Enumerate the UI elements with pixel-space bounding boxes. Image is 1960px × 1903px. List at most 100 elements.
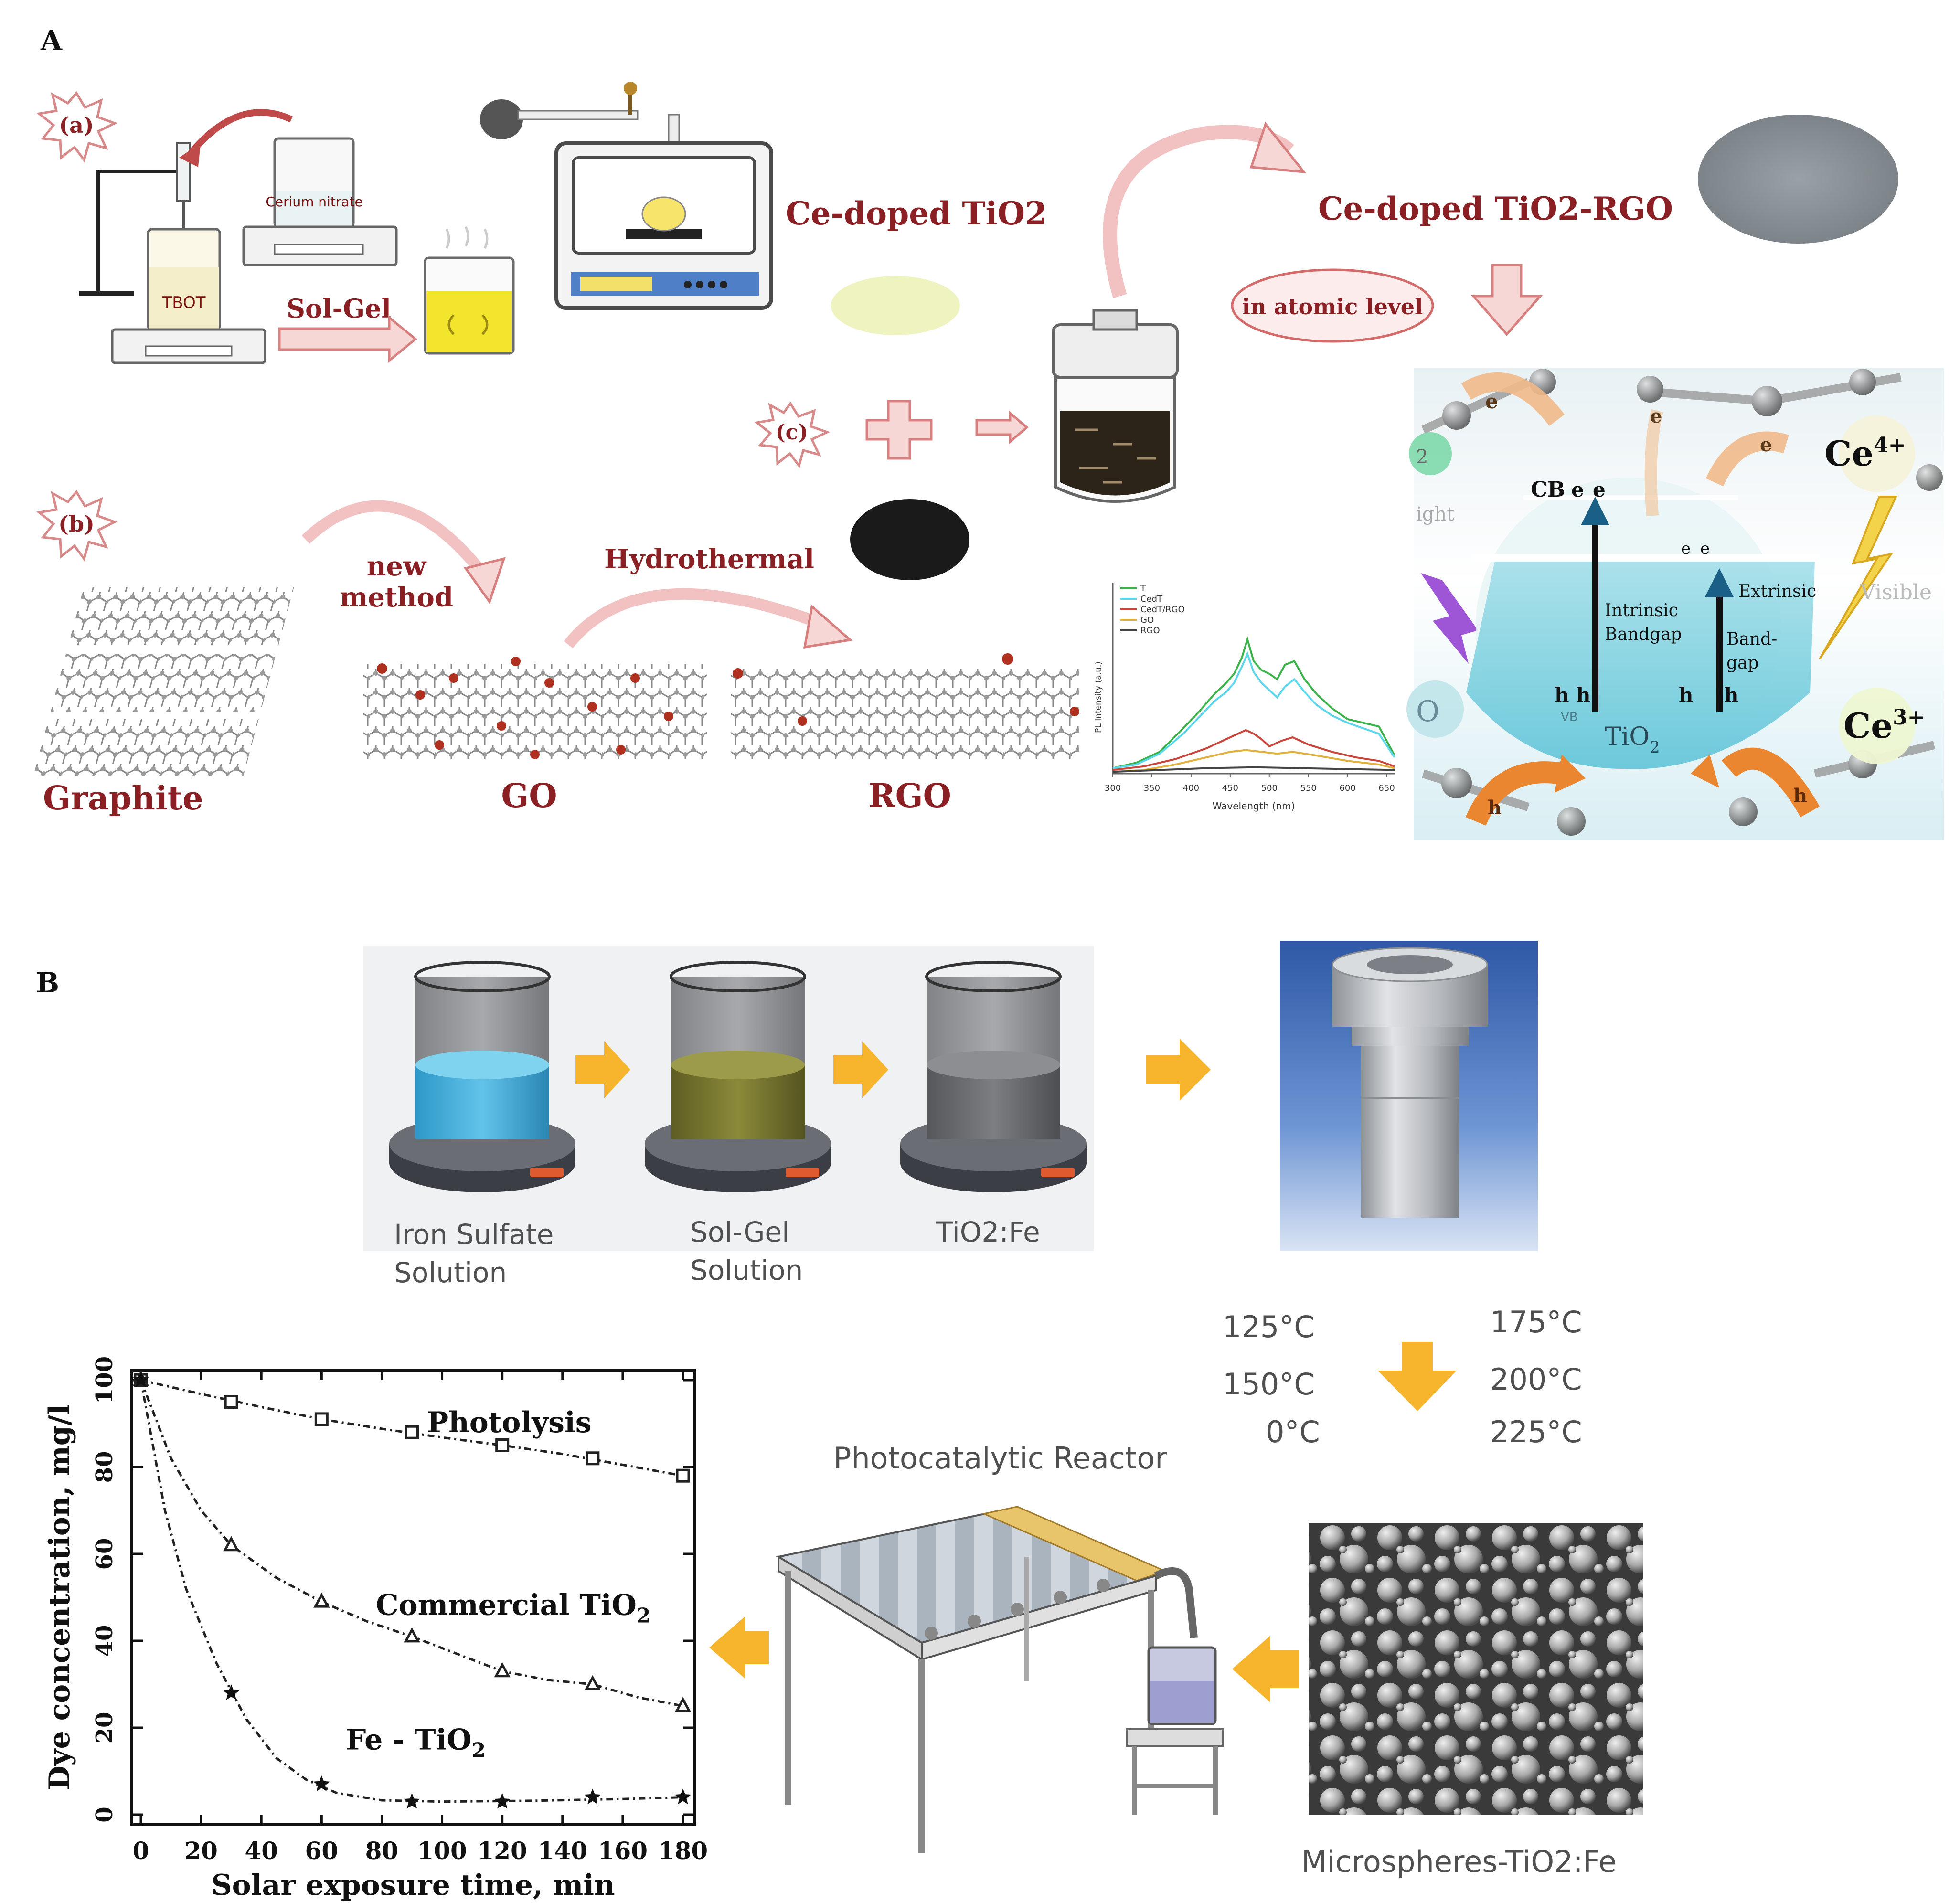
visible-label: Visible	[1860, 580, 1932, 605]
intrinsic-label-1: Intrinsic	[1605, 601, 1678, 620]
tio2-fe-label: TiO2:Fe	[936, 1216, 1040, 1248]
new-method-label-1: new	[367, 551, 427, 582]
dye-marker-square	[224, 1395, 238, 1409]
hole-6: h	[1793, 785, 1807, 807]
dye-x-tick-label: 100	[417, 1837, 467, 1865]
dye-x-tick-label: 140	[538, 1837, 587, 1865]
autoclave-photo	[1280, 941, 1538, 1251]
microspheres-label: Microspheres-TiO2:Fe	[1301, 1844, 1617, 1879]
dye-marker-star	[674, 1788, 692, 1805]
dye-plot-frame	[130, 1369, 696, 1826]
visible-light-bolt	[1819, 496, 1898, 660]
hole-1: h	[1555, 683, 1569, 707]
rgo-label: RGO	[868, 777, 951, 815]
temp-right-2: 200°C	[1490, 1362, 1582, 1397]
new-method-label-2: method	[340, 582, 453, 613]
step-c-starburst: (c)	[754, 401, 831, 468]
beaker-tio2-fe	[900, 961, 1087, 1192]
dye-marker-square	[495, 1438, 510, 1452]
step-c-label: (c)	[776, 420, 808, 445]
dye-y-tick-label: 80	[91, 1451, 118, 1483]
dye-series-curve	[139, 1380, 683, 1707]
dye-marker-triangle	[404, 1627, 420, 1643]
arrow-b2	[833, 1041, 888, 1098]
iron-sulfate-label-1: Iron Sulfate	[394, 1218, 554, 1251]
hydrothermal-arrow	[564, 588, 829, 649]
arrow-to-autoclave	[975, 410, 1029, 445]
dye-series-label: Commercial TiO2	[376, 1588, 650, 1627]
black-powder	[850, 499, 969, 580]
iron-sulfate-label-2: Solution	[394, 1256, 507, 1289]
temp-left-2: 150°C	[1223, 1367, 1315, 1402]
pl-y-label: PL Intensity (a.u.)	[1094, 661, 1103, 733]
extrinsic-label-1: Extrinsic	[1738, 582, 1816, 601]
arrow-sem-to-reactor	[1232, 1636, 1299, 1702]
graphite-label: Graphite	[43, 779, 203, 818]
uv-light-bolt	[1421, 573, 1478, 664]
extrinsic-label-3: gap	[1726, 653, 1759, 673]
graphite-layers	[33, 587, 294, 776]
rgo-sheet	[731, 653, 1079, 759]
step-b-label: (b)	[58, 511, 95, 537]
dye-y-tick-label: 40	[91, 1625, 118, 1657]
beaker-tbot-label: TBOT	[161, 293, 205, 312]
plus-sign	[865, 400, 933, 460]
cb-label: CB	[1531, 478, 1565, 502]
dye-marker-star	[494, 1793, 511, 1809]
top-electron-1: e	[1485, 390, 1498, 413]
down-arrow-b	[1378, 1342, 1457, 1411]
yellow-beaker	[424, 226, 515, 355]
dye-y-tick-label: 0	[91, 1807, 118, 1822]
beaker-cerium-label: Cerium nitrate	[266, 194, 362, 210]
hydrothermal-label: Hydrothermal	[604, 543, 814, 575]
step-a-label: (a)	[59, 112, 94, 138]
atomic-level-oval	[1231, 268, 1434, 343]
pl-series-line	[1112, 636, 1395, 769]
go-sheet	[363, 657, 707, 759]
sol-gel-solution-label-1: Sol-Gel	[690, 1216, 789, 1248]
pl-x-tick-label: 600	[1339, 783, 1355, 793]
dye-marker-triangle	[494, 1662, 511, 1678]
panel-label-b: B	[36, 967, 59, 999]
pl-legend-label: T	[1140, 584, 1146, 594]
pl-legend-label: CedT/RGO	[1140, 605, 1185, 615]
pl-x-tick-label: 450	[1222, 783, 1238, 793]
dye-x-label: Solar exposure time, min	[211, 1869, 615, 1902]
dye-marker-triangle	[313, 1592, 330, 1608]
panel-label-a: A	[40, 24, 63, 57]
dye-marker-triangle	[674, 1697, 692, 1712]
dye-x-tick-label: 120	[477, 1837, 527, 1865]
cb-electron-1: e	[1571, 478, 1584, 501]
arrow-reactor-to-chart	[709, 1616, 769, 1679]
dye-series-label: Fe - TiO2	[346, 1723, 486, 1762]
grey-powder	[1698, 115, 1898, 244]
step-a-starburst: (a)	[36, 91, 118, 163]
ce-doped-tio2-rgo-title: Ce-doped TiO2-RGO	[1318, 190, 1673, 227]
light-label: ight	[1416, 503, 1454, 525]
top-electron-2: e	[1650, 405, 1662, 427]
dye-x-tick-label: 160	[598, 1837, 648, 1865]
pl-legend-label: GO	[1140, 615, 1154, 625]
cb-electron-2: e	[1593, 478, 1606, 501]
hole-2: h	[1576, 683, 1591, 707]
temp-left-1: 125°C	[1223, 1309, 1315, 1344]
dye-marker-triangle	[584, 1675, 601, 1690]
dye-marker-star	[223, 1684, 240, 1700]
go-label: GO	[501, 777, 557, 815]
dye-marker-square	[586, 1451, 600, 1466]
pl-x-tick-label: 400	[1183, 783, 1199, 793]
sol-gel-solution-label-2: Solution	[690, 1254, 803, 1286]
dye-x-tick-label: 180	[658, 1837, 708, 1865]
dye-x-tick-label: 60	[305, 1837, 339, 1865]
dye-marker-triangle	[223, 1536, 240, 1552]
temp-right-3: 225°C	[1490, 1414, 1582, 1449]
ce3-label: Ce3+	[1843, 705, 1925, 746]
vb-label: VB	[1561, 710, 1578, 724]
dye-x-tick-label: 20	[184, 1837, 218, 1865]
dye-x-tick-label: 0	[133, 1837, 149, 1865]
ce-doped-tio2-title: Ce-doped TiO2	[786, 195, 1047, 232]
dye-marker-star	[584, 1788, 601, 1805]
drying-oven	[480, 82, 773, 310]
pl-x-tick-label: 550	[1300, 783, 1317, 793]
